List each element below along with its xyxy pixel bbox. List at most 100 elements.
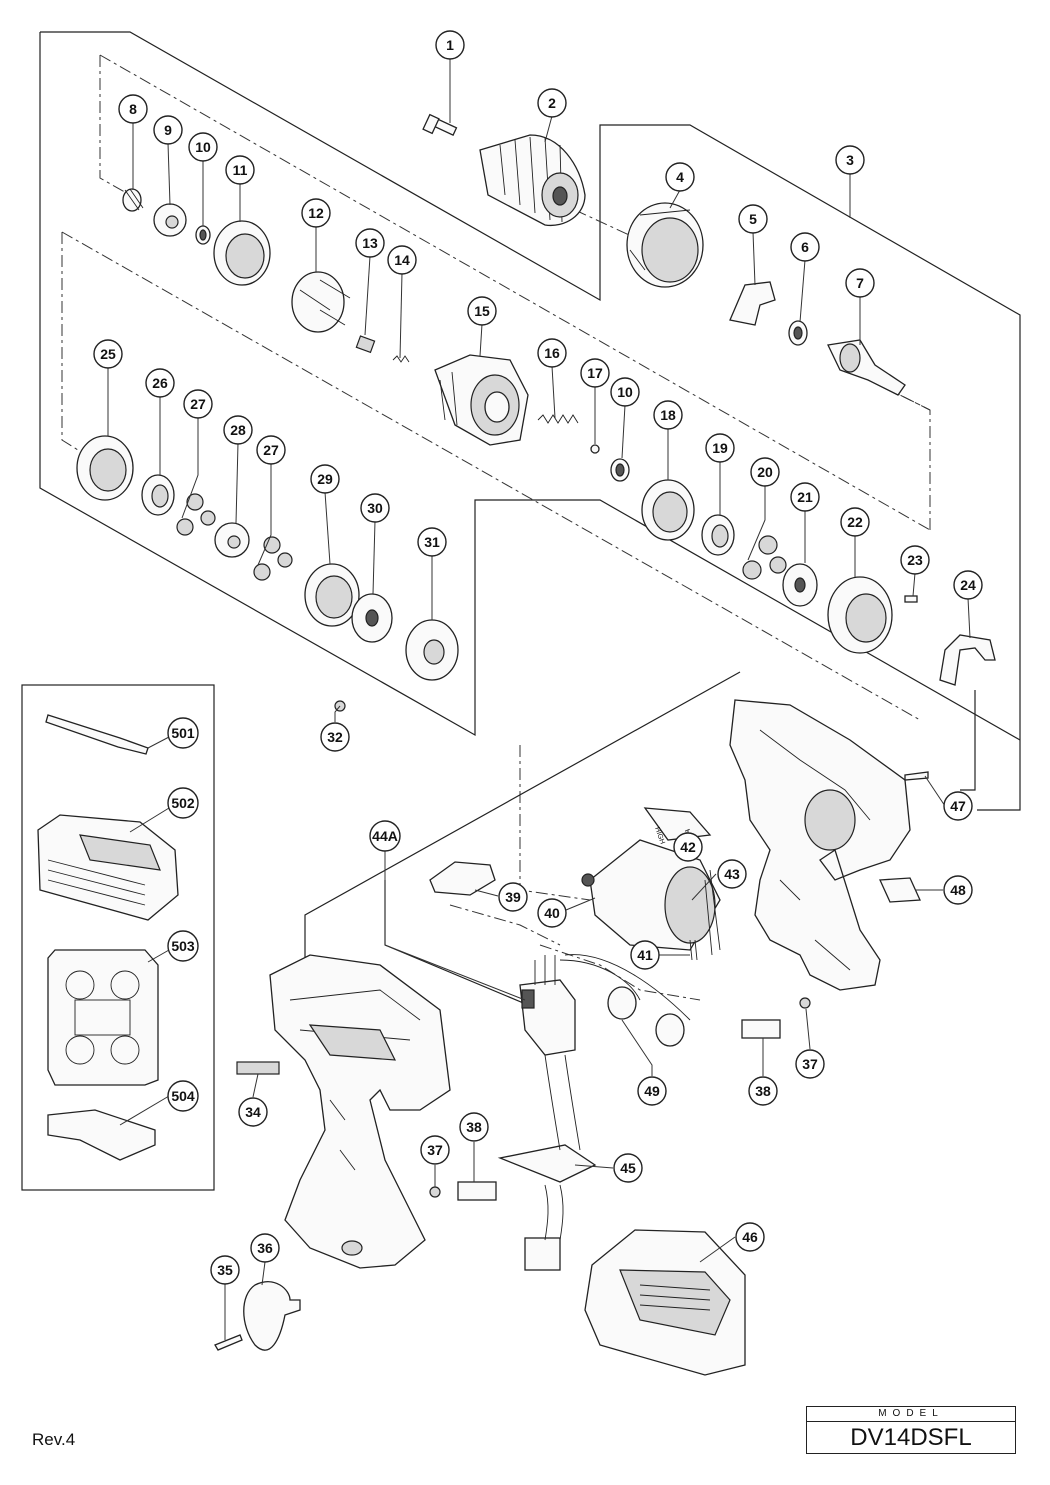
callout-6: 6 (790, 232, 820, 262)
svg-text:38: 38 (755, 1083, 771, 1099)
callout-30: 30 (360, 493, 390, 523)
svg-text:48: 48 (950, 882, 966, 898)
callout-45: 45 (613, 1153, 643, 1183)
callout-46: 46 (735, 1222, 765, 1252)
callout-4: 4 (665, 162, 695, 192)
svg-text:39: 39 (505, 889, 521, 905)
carrier-part-26 (141, 474, 175, 516)
callout-504: 504 (167, 1080, 199, 1112)
callout-21: 21 (790, 482, 820, 512)
svg-text:21: 21 (797, 489, 813, 505)
washer-part-6 (788, 320, 808, 346)
spring-part-14 (392, 355, 410, 363)
battery-part-46 (584, 1229, 746, 1376)
motor-part-40 (581, 839, 721, 956)
charger-part-502 (37, 814, 179, 921)
svg-text:6: 6 (801, 239, 809, 255)
svg-text:12: 12 (308, 205, 324, 221)
callout-10b: 10 (610, 377, 640, 407)
ring-part-29 (304, 563, 360, 627)
svg-text:10: 10 (195, 139, 211, 155)
callout-17: 17 (580, 358, 610, 388)
svg-text:41: 41 (637, 947, 653, 963)
model-number: DV14DSFL (850, 1424, 972, 1451)
callout-18: 18 (653, 400, 683, 430)
callout-9: 9 (153, 115, 183, 145)
switch-part-44a (519, 955, 576, 1056)
hook-part-36 (243, 1281, 301, 1351)
svg-text:4: 4 (676, 169, 684, 185)
gear-part-28 (214, 522, 250, 558)
callout-34: 34 (238, 1097, 268, 1127)
svg-text:20: 20 (757, 464, 773, 480)
carrying-case-part-503 (47, 949, 159, 1086)
svg-text:19: 19 (712, 440, 728, 456)
svg-text:40: 40 (544, 905, 560, 921)
screw-part-23 (904, 595, 918, 603)
brush-part-38b (457, 1181, 497, 1201)
svg-text:30: 30 (367, 500, 383, 516)
ball-part-17 (590, 444, 600, 454)
svg-text:31: 31 (424, 534, 440, 550)
svg-text:43: 43 (724, 866, 740, 882)
svg-text:503: 503 (171, 938, 195, 954)
svg-text:16: 16 (544, 345, 560, 361)
svg-text:5: 5 (749, 211, 757, 227)
svg-text:45: 45 (620, 1160, 636, 1176)
svg-text:2: 2 (548, 95, 556, 111)
callout-8: 8 (118, 94, 148, 124)
terminal-part-41 (689, 939, 698, 961)
callout-501: 501 (167, 717, 199, 749)
callout-2: 2 (537, 88, 567, 118)
callout-7: 7 (845, 268, 875, 298)
svg-text:34: 34 (245, 1104, 261, 1120)
svg-text:504: 504 (171, 1088, 195, 1104)
svg-text:29: 29 (317, 471, 333, 487)
washer-part-10a (195, 225, 211, 245)
callout-502: 502 (167, 787, 199, 819)
callout-35: 35 (210, 1255, 240, 1285)
plate-part-48 (879, 877, 921, 903)
callout-19: 19 (705, 433, 735, 463)
svg-text:36: 36 (257, 1240, 273, 1256)
callout-22: 22 (840, 507, 870, 537)
accessories-box (21, 684, 215, 1191)
svg-text:28: 28 (230, 422, 246, 438)
svg-text:18: 18 (660, 407, 676, 423)
sleeve-part-4 (626, 202, 704, 288)
callout-24: 24 (953, 570, 983, 600)
callout-29: 29 (310, 464, 340, 494)
svg-text:26: 26 (152, 375, 168, 391)
callout-31: 31 (417, 527, 447, 557)
callout-14: 14 (387, 245, 417, 275)
callout-3: 3 (835, 145, 865, 175)
planet-gears-part-27b (253, 536, 293, 581)
callout-20: 20 (750, 457, 780, 487)
svg-text:32: 32 (327, 729, 343, 745)
part-39 (429, 861, 496, 896)
gear-part-9 (153, 203, 187, 237)
chuck-part-2 (479, 134, 586, 227)
callout-38b: 38 (459, 1112, 489, 1142)
svg-text:502: 502 (171, 795, 195, 811)
svg-text:47: 47 (950, 798, 966, 814)
housing-part-22 (827, 576, 893, 654)
svg-text:42: 42 (680, 839, 696, 855)
svg-text:9: 9 (164, 122, 172, 138)
brush-part-38a (741, 1019, 781, 1039)
callout-23: 23 (900, 545, 930, 575)
callout-37b: 37 (420, 1135, 450, 1165)
callout-11: 11 (225, 155, 255, 185)
screw-part-35 (214, 1334, 243, 1351)
model-box: MODEL DV14DSFL (806, 1406, 1016, 1454)
washer-part-30 (351, 593, 393, 643)
nut-part-37b (429, 1186, 441, 1198)
callout-12: 12 (301, 198, 331, 228)
callout-48: 48 (943, 875, 973, 905)
svg-text:46: 46 (742, 1229, 758, 1245)
ring-gear-part-18 (641, 479, 695, 541)
gear-case-part-15 (434, 354, 529, 446)
svg-text:3: 3 (846, 152, 854, 168)
callout-1: 1 (435, 30, 465, 60)
spindle-part-7 (827, 339, 906, 396)
